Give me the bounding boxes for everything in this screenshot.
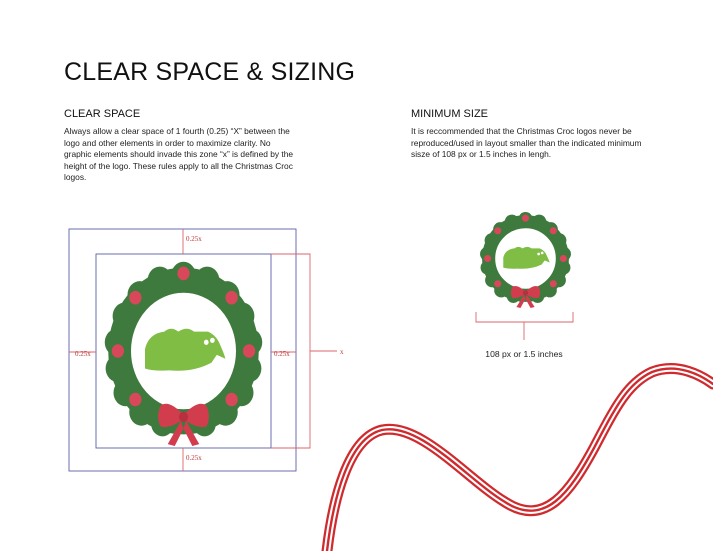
minimum-size-diagram: 108 px or 1.5 inches — [476, 212, 573, 359]
label-right: 0.25x — [274, 350, 290, 358]
size-bracket — [475, 312, 574, 323]
christmas-croc-logo-small — [480, 212, 571, 308]
label-bottom: 0.25x — [186, 454, 202, 462]
label-top: 0.25x — [186, 235, 202, 243]
clear-space-heading: CLEAR SPACE — [64, 108, 141, 120]
minimum-size-caption: 108 px or 1.5 inches — [485, 349, 562, 359]
clear-space-diagram: 0.25x 0.25x 0.25x 0.25x x — [68, 228, 344, 472]
clear-space-description: Always allow a clear space of 1 fourth (… — [64, 126, 294, 183]
christmas-croc-logo-large — [105, 262, 263, 446]
page-title: CLEAR SPACE & SIZING — [64, 58, 356, 86]
decorative-ribbon — [321, 363, 713, 551]
outer-clear-space-box — [68, 228, 297, 472]
logo-bounding-box — [95, 253, 272, 449]
label-height: x — [340, 348, 344, 356]
minimum-size-description: It is reccommended that the Christmas Cr… — [411, 126, 642, 160]
minimum-size-heading: MINIMUM SIZE — [411, 108, 488, 120]
label-left: 0.25x — [75, 350, 91, 358]
